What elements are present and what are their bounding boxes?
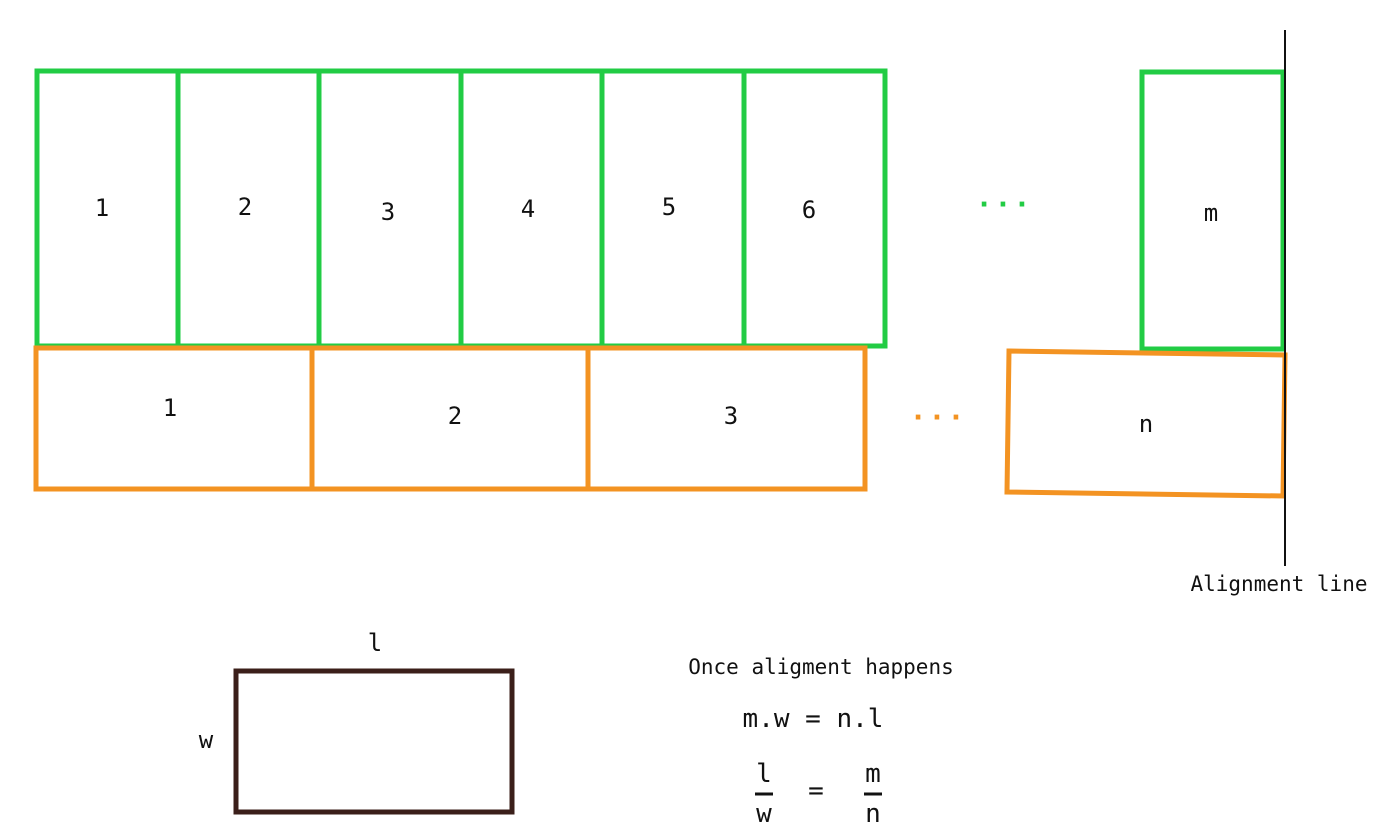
green-label-5: 5 [662, 193, 676, 221]
fraction-right: m n [864, 759, 882, 829]
tile-width-label: w [199, 726, 214, 754]
green-labels: 1 2 3 4 5 6 m [95, 193, 1218, 227]
tile-length-label: l [368, 629, 382, 657]
fraction-right-denominator: n [865, 799, 881, 829]
green-label-6: 6 [802, 196, 816, 224]
equation-main: m.w = n.l [743, 704, 884, 734]
green-label-1: 1 [95, 194, 109, 222]
green-rect-m [1139, 69, 1286, 352]
fraction-left-numerator: l [756, 759, 772, 789]
green-label-3: 3 [381, 198, 395, 226]
green-ellipsis: · · · [979, 190, 1027, 220]
orange-row [33, 345, 1288, 499]
green-label-2: 2 [238, 193, 252, 221]
green-label-m: m [1204, 199, 1218, 227]
alignment-line-label: Alignment line [1190, 572, 1367, 596]
orange-label-3: 3 [724, 402, 738, 430]
tile-rect [233, 668, 515, 815]
orange-rect-3 [585, 345, 868, 492]
fraction-equals: = [808, 776, 824, 806]
orange-rect-n [1004, 348, 1288, 499]
green-label-4: 4 [521, 195, 535, 223]
fraction-left-denominator: w [756, 799, 772, 829]
orange-labels: 1 2 3 n [163, 394, 1153, 438]
orange-label-n: n [1139, 410, 1153, 438]
orange-label-1: 1 [163, 394, 177, 422]
equation-caption: Once aligment happens [688, 655, 954, 679]
fraction-left: l w [755, 759, 773, 829]
orange-ellipsis: · · · [913, 403, 961, 433]
green-row [34, 68, 1286, 352]
orange-label-2: 2 [448, 402, 462, 430]
fraction-right-numerator: m [865, 759, 881, 789]
